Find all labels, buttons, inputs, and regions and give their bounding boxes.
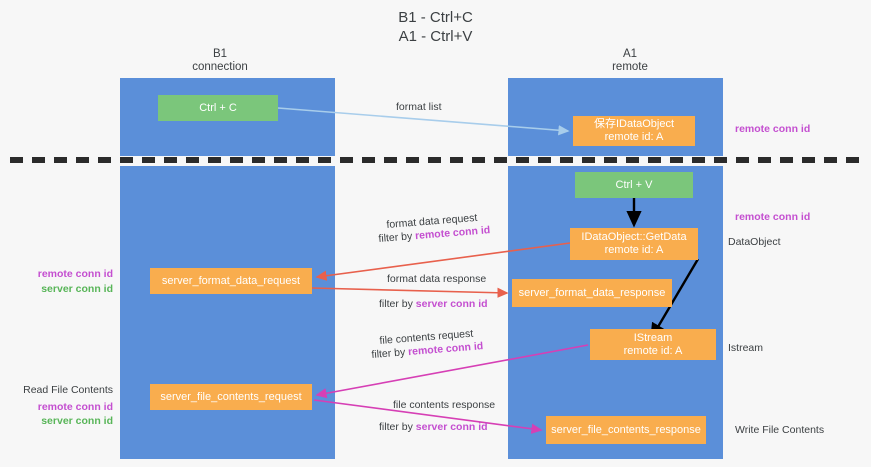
arrow-format-data-request: [315, 242, 571, 281]
phase-divider: [10, 157, 861, 163]
node-istream[interactable]: IStream remote id: A: [590, 329, 716, 360]
left-note-server-conn-id-low: server conn id: [41, 415, 113, 427]
node-server-format-data-request[interactable]: server_format_data_request: [150, 268, 312, 294]
node-save-idataobject[interactable]: 保存IDataObject remote id: A: [573, 116, 695, 146]
filter-key-server-conn-id: server conn id: [415, 421, 488, 433]
right-note-remote-conn-id-mid: remote conn id: [735, 211, 811, 223]
node-server-format-data-response[interactable]: server_format_data_response: [512, 279, 672, 307]
node-server-file-contents-request[interactable]: server_file_contents_request: [150, 384, 312, 410]
edge-label-format-data-response-filter: filter by server conn id: [379, 298, 488, 311]
edge-label-file-contents-response-filter: filter by server conn id: [379, 421, 488, 434]
right-note-write-file-contents: Write File Contents: [735, 424, 825, 436]
node-server-file-contents-response[interactable]: server_file_contents_response: [546, 416, 706, 444]
filter-prefix: filter by: [378, 230, 416, 245]
left-note-remote-conn-id-mid: remote conn id: [37, 268, 113, 280]
right-note-istream: Istream: [728, 342, 764, 354]
filter-prefix: filter by: [379, 421, 416, 433]
column-header-b1: B1 connection: [192, 48, 248, 73]
node-ctrl-v[interactable]: Ctrl + V: [575, 172, 693, 198]
arrow-file-contents-response: [313, 399, 543, 434]
right-note-dataobject: DataObject: [728, 236, 781, 248]
arrow-format-data-response: [311, 287, 509, 298]
edge-label-format-list: format list: [396, 101, 442, 113]
filter-key-server-conn-id: server conn id: [415, 298, 488, 310]
edge-label-format-data-response: format data response: [387, 273, 487, 285]
left-note-remote-conn-id-low: remote conn id: [37, 401, 113, 413]
arrow-getdata-to-istream: [650, 258, 700, 341]
node-ctrl-c[interactable]: Ctrl + C: [158, 95, 278, 121]
arrow-format-list: [277, 107, 570, 136]
filter-prefix: filter by: [379, 298, 416, 310]
lane-b1-bottom: [120, 166, 335, 459]
right-note-remote-conn-id-top: remote conn id: [735, 123, 811, 135]
filter-prefix: filter by: [371, 346, 409, 361]
page-title: B1 - Ctrl+C A1 - Ctrl+V: [398, 9, 473, 45]
left-note-server-conn-id-mid: server conn id: [41, 283, 113, 295]
node-idataobject-getdata[interactable]: IDataObject::GetData remote id: A: [570, 228, 698, 260]
lane-a1-bottom: [508, 166, 723, 459]
left-note-read-file-contents: Read File Contents: [23, 384, 113, 396]
edge-label-file-contents-response: file contents response: [393, 399, 496, 411]
column-header-a1: A1 remote: [612, 48, 648, 73]
arrow-file-contents-request: [315, 344, 589, 399]
